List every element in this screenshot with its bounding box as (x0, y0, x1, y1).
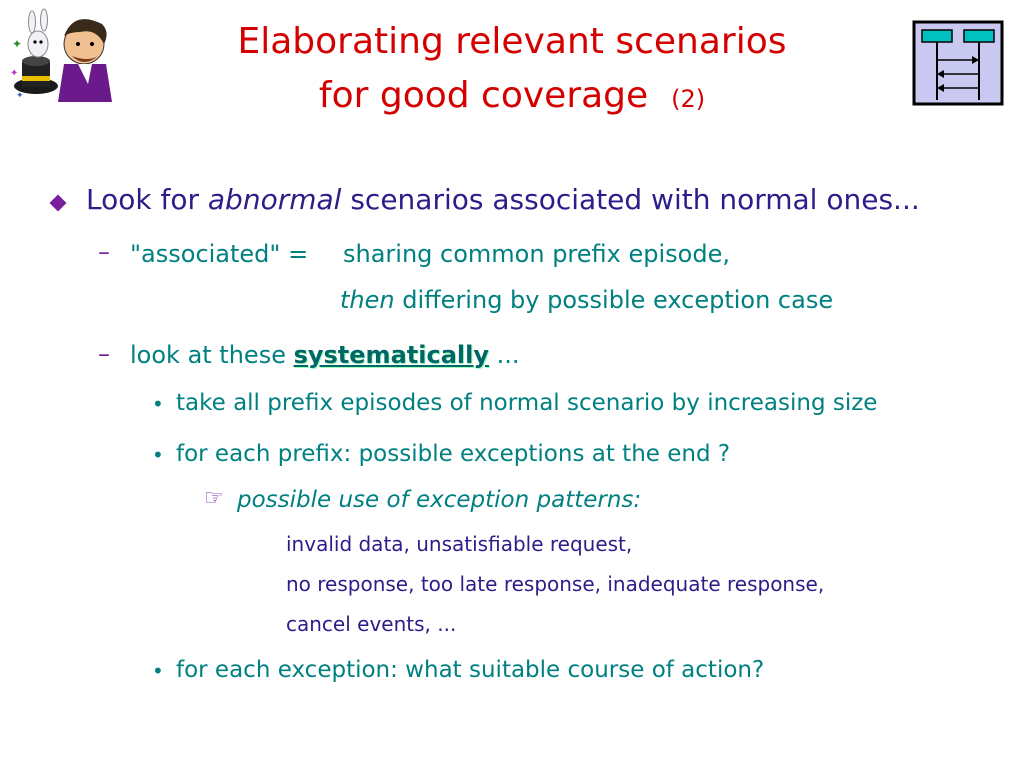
item-each-exception: for each exception: what suitable course… (176, 657, 765, 683)
item-prefix-episodes: take all prefix episodes of normal scena… (176, 390, 878, 416)
bullet-text-em: abnormal (207, 183, 342, 216)
slide-title: Elaborating relevant scenarios (237, 21, 787, 62)
pattern-line-no-response: no response, too late response, inadequa… (286, 572, 825, 596)
sub-bullet-associated-def2: then differing by possible exception cas… (340, 286, 833, 314)
svg-text:✦: ✦ (12, 37, 22, 51)
dot-bullet-icon: • (152, 659, 164, 683)
slide-title-line2: for good coverage (2) (0, 71, 1024, 124)
pointing-hand-icon: ☞ (204, 486, 224, 511)
pattern-line-invalid-data: invalid data, unsatisfiable request, (286, 532, 633, 556)
item-each-prefix: for each prefix: possible exceptions at … (176, 441, 731, 467)
associated-definition: sharing common prefix episode, (343, 240, 730, 268)
sub-bullet-associated: "associated" = (130, 240, 308, 268)
diamond-bullet-icon (49, 194, 67, 212)
dot-bullet-icon: • (152, 392, 164, 416)
svg-text:✦: ✦ (10, 68, 18, 79)
differing-text: differing by possible exception case (394, 286, 834, 314)
sub-bullet-associated-def: sharing common prefix episode, (343, 240, 730, 268)
then-word: then (340, 286, 395, 314)
dash-bullet-icon: – (98, 340, 110, 368)
ellipsis-text: ... (488, 341, 520, 369)
look-text: look at these (130, 341, 294, 369)
svg-text:✦: ✦ (16, 91, 24, 101)
dash-bullet-icon: – (98, 238, 110, 266)
pattern-line-cancel-events: cancel events, ... (286, 612, 457, 636)
exception-patterns-head: possible use of exception patterns: (237, 487, 641, 513)
title-number: (2) (671, 85, 706, 113)
magician-clipart: ✦ ✦ ✦ (10, 8, 112, 102)
bullet-text-pre: Look for (86, 183, 208, 216)
patterns-head-text: possible use of exception patterns: (237, 487, 642, 513)
systematically-highlight: systematically (293, 341, 489, 369)
sub-bullet-systematically: look at these systematically ... (130, 341, 520, 369)
title-main: for good coverage (318, 75, 649, 116)
sequence-diagram-icon (912, 20, 1004, 106)
bullet-abnormal-scenarios: Look for abnormal scenarios associated w… (86, 183, 920, 216)
bullet-text-post: scenarios associated with normal ones... (341, 183, 920, 216)
dot-bullet-icon: • (152, 443, 164, 467)
associated-label: "associated" = (130, 240, 309, 268)
